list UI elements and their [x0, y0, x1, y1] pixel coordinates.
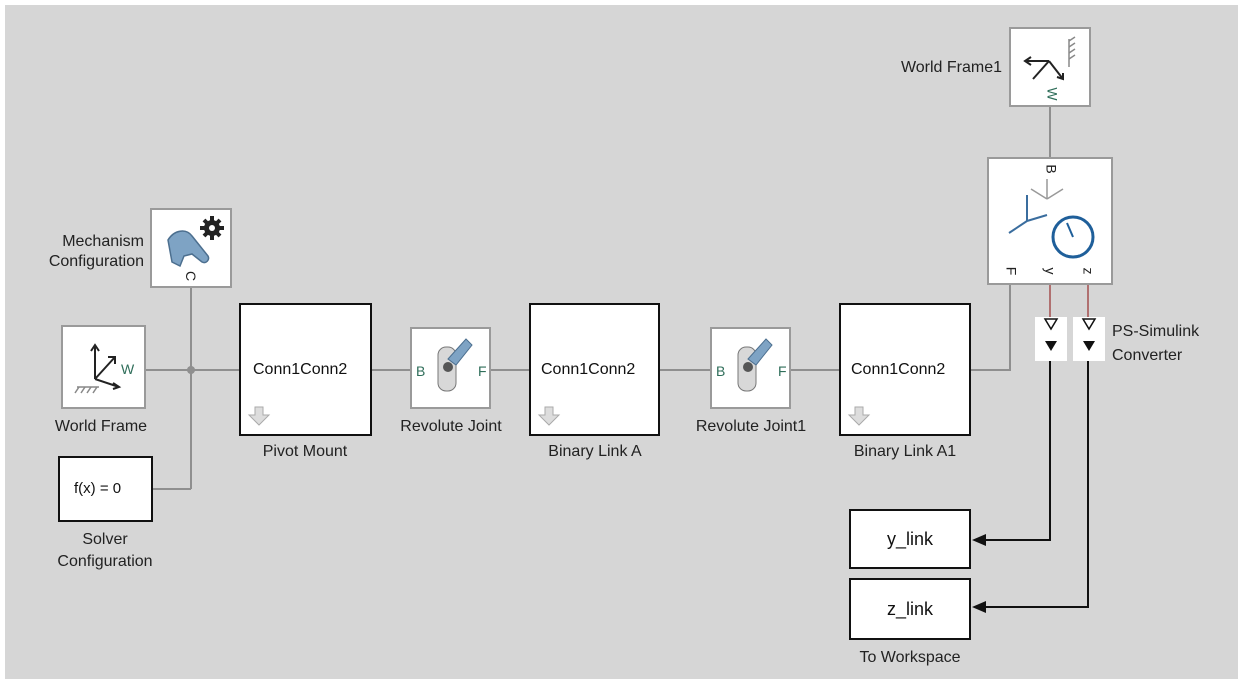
solver-label-2: Configuration — [57, 553, 153, 570]
ps-converter-label-2: Converter — [1112, 347, 1183, 364]
world-frame-label: World Frame — [54, 418, 148, 435]
revolute-joint-icon — [437, 338, 473, 392]
y-link-block[interactable]: y_link — [849, 509, 971, 569]
binary-link-a1-block[interactable]: Conn1Conn2 — [839, 303, 971, 436]
binary-link-a1-label: Binary Link A1 — [853, 443, 957, 460]
arrow-z-link — [972, 601, 986, 613]
junction-dot — [187, 366, 195, 374]
binary-link-a1-conn: Conn1Conn2 — [851, 361, 946, 378]
solver-configuration-block[interactable]: f(x) = 0 — [58, 456, 153, 522]
revolute-joint1-port-f: F — [778, 363, 787, 379]
revolute-joint-port-f: F — [478, 363, 487, 379]
ps-converter-y[interactable] — [1035, 317, 1067, 361]
sensor-port-z: z — [1080, 267, 1097, 275]
mechanism-label-2: Configuration — [48, 253, 144, 270]
world-frame1-label: World Frame1 — [900, 59, 1002, 76]
binary-link-a-label: Binary Link A — [548, 443, 642, 460]
world-frame-port: W — [121, 361, 135, 377]
transform-sensor-icon — [1008, 179, 1095, 259]
sensor-port-y: y — [1042, 267, 1059, 275]
down-arrow-icon — [247, 406, 271, 426]
down-arrow-icon — [847, 406, 871, 426]
sensor-port-f: F — [1003, 266, 1020, 276]
arrow-y-link — [972, 534, 986, 546]
wire-z-signal[interactable] — [985, 350, 1089, 608]
transform-sensor-block[interactable]: B F y z — [987, 157, 1113, 285]
revolute-joint-label: Revolute Joint — [400, 418, 502, 435]
wire-linka1-sensor[interactable] — [970, 285, 1011, 371]
revolute-joint1-block[interactable]: B F — [710, 327, 791, 409]
revolute-joint-block[interactable]: B F — [410, 327, 491, 409]
solver-label-1: Solver — [82, 531, 128, 548]
world-frame1-block[interactable]: W — [1009, 27, 1091, 107]
world-frame1-port: W — [1044, 87, 1061, 101]
ps-converter-z[interactable] — [1073, 317, 1105, 361]
y-link-text: y_link — [886, 529, 934, 549]
mechanism-configuration-block[interactable]: C — [150, 208, 232, 288]
mechanism-label-1: Mechanism — [62, 233, 144, 250]
mechanism-port: C — [183, 270, 200, 282]
mechanism-gear-icon — [167, 216, 224, 268]
down-arrow-icon — [537, 406, 561, 426]
binary-link-a-conn: Conn1Conn2 — [541, 361, 636, 378]
frame-icon — [1023, 36, 1076, 81]
ps-converter-label-1: PS-Simulink — [1112, 323, 1200, 340]
revolute-joint1-label: Revolute Joint1 — [695, 418, 807, 435]
wire-y-signal[interactable] — [985, 350, 1051, 541]
world-frame-block[interactable]: W — [61, 325, 146, 409]
pivot-mount-label: Pivot Mount — [262, 443, 348, 460]
revolute-joint-icon — [737, 338, 773, 392]
solver-text: f(x) = 0 — [74, 480, 122, 497]
pivot-mount-conn: Conn1Conn2 — [253, 361, 348, 378]
frame-icon — [74, 343, 122, 394]
revolute-joint1-port-b: B — [716, 363, 726, 379]
pivot-mount-block[interactable]: Conn1Conn2 — [239, 303, 372, 436]
revolute-joint-port-b: B — [416, 363, 426, 379]
binary-link-a-block[interactable]: Conn1Conn2 — [529, 303, 660, 436]
z-link-block[interactable]: z_link — [849, 578, 971, 640]
to-workspace-label: To Workspace — [859, 649, 961, 666]
sensor-port-b: B — [1043, 164, 1060, 174]
z-link-text: z_link — [886, 599, 934, 619]
